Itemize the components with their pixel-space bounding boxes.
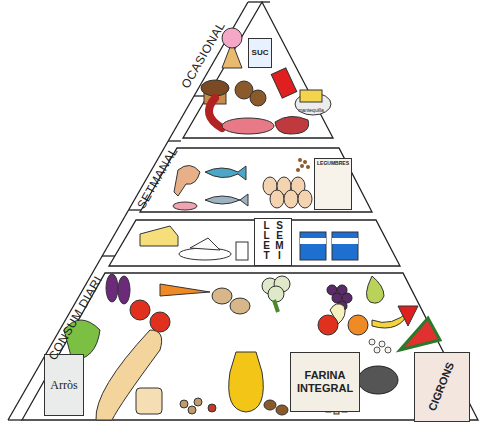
package-label: LLET bbox=[262, 221, 272, 261]
package-label: SEMI bbox=[275, 221, 285, 261]
flour-bag: FARINA INTEGRAL bbox=[290, 352, 360, 412]
juice-carton: SUC bbox=[248, 38, 272, 68]
rice-box: Arròs bbox=[44, 354, 84, 416]
chickpea-box: CIGRONS bbox=[414, 352, 470, 422]
package-label: SUC bbox=[252, 49, 269, 57]
package-label: Arròs bbox=[50, 379, 77, 392]
milk-carton: LLETSEMI bbox=[254, 218, 292, 266]
legumes-box: LEGUMBRES bbox=[314, 158, 352, 210]
package-label: LEGUMBRES bbox=[317, 161, 349, 166]
butter-label: mantequilla bbox=[298, 107, 324, 113]
package-label: CIGRONS bbox=[427, 361, 457, 413]
package-label: FARINA INTEGRAL bbox=[294, 369, 356, 395]
